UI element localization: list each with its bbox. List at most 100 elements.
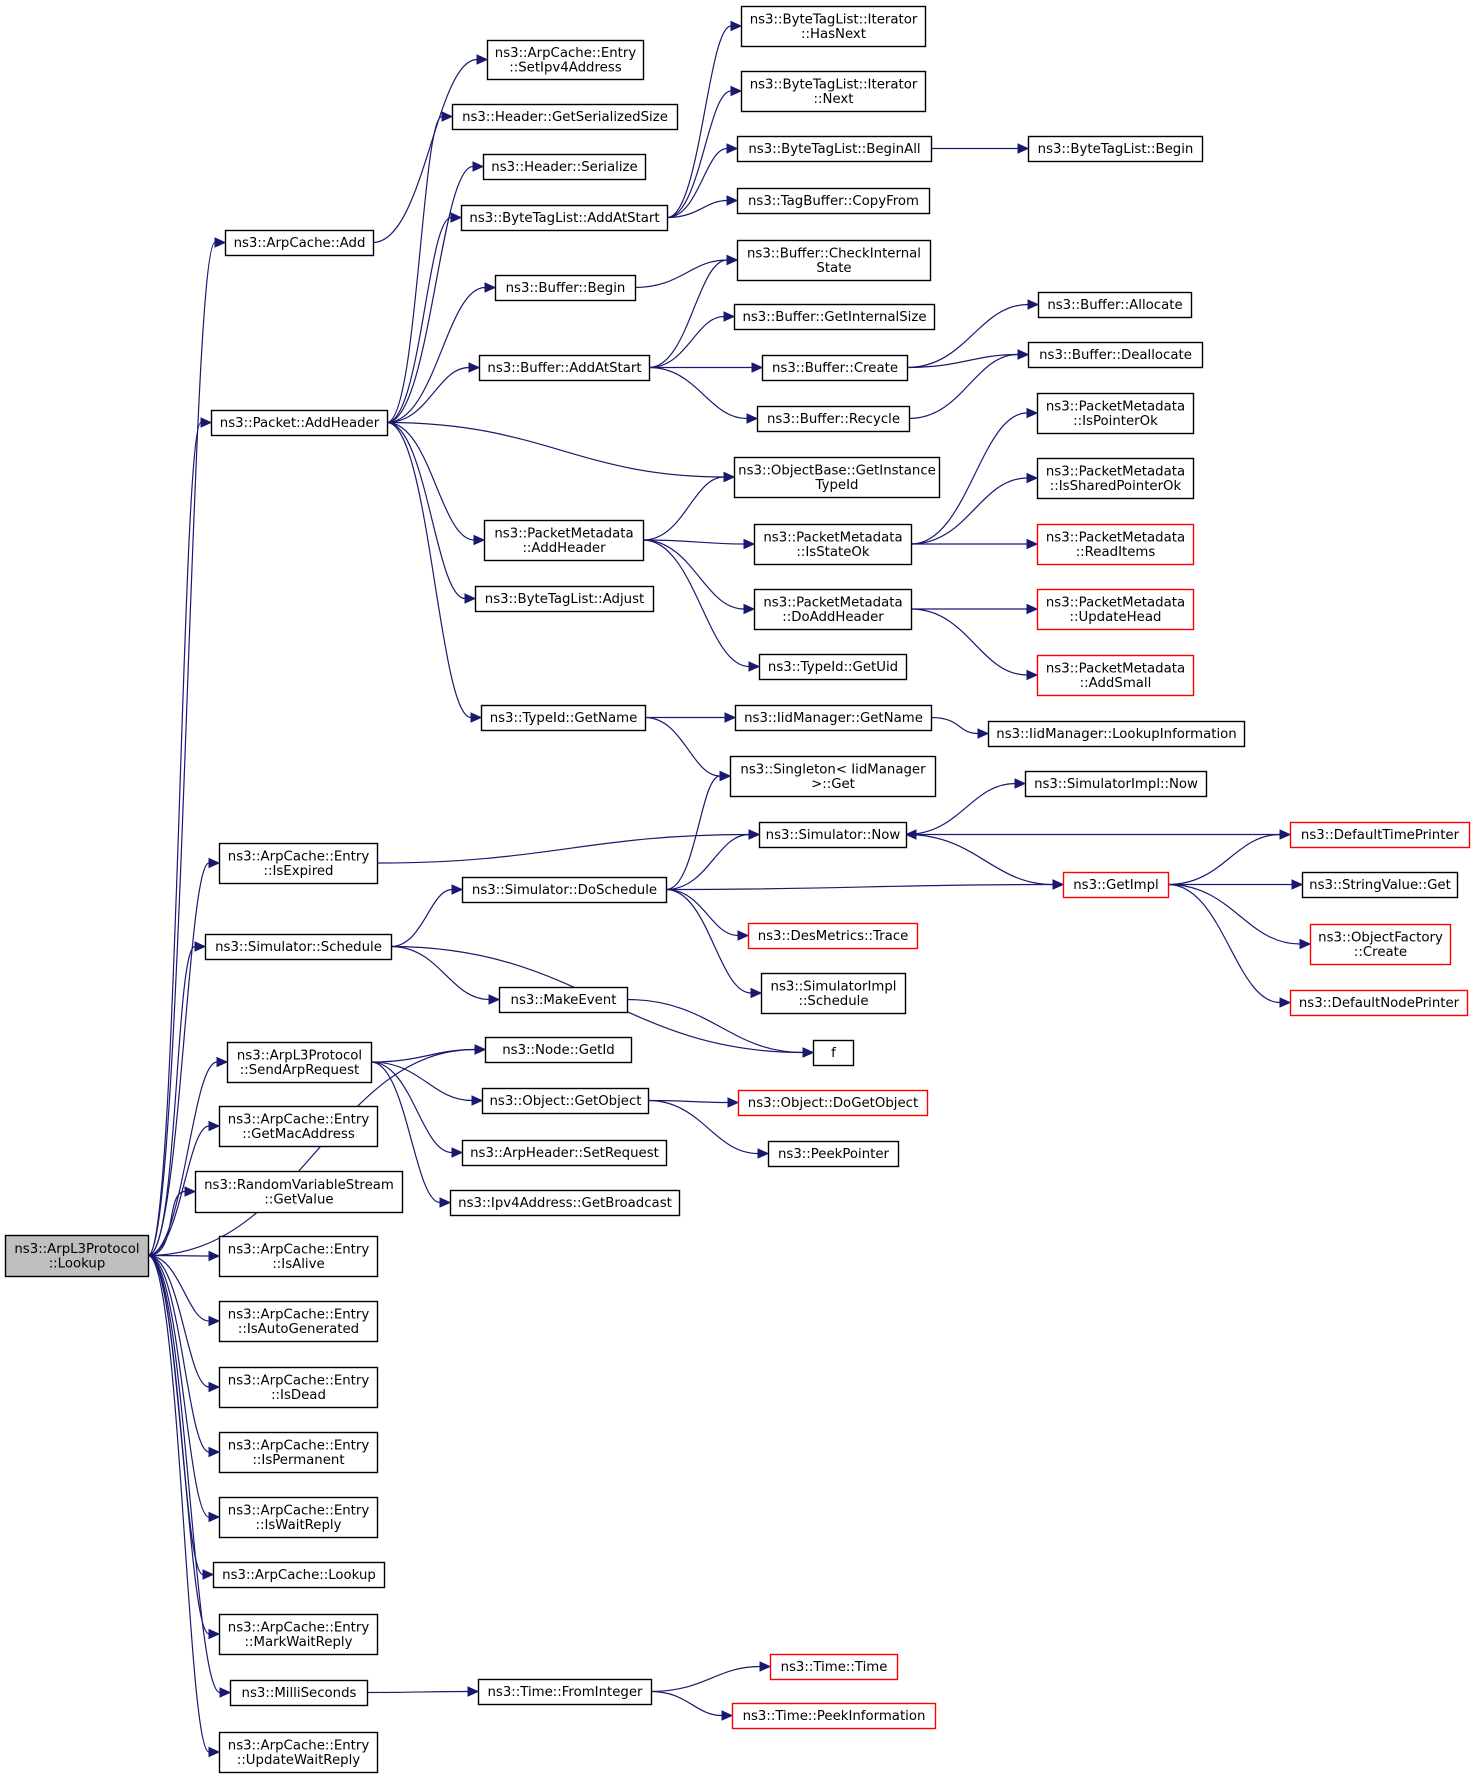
node-entry_iswaitreply[interactable]: ns3::ArpCache::Entry::IsWaitReply <box>218 1496 379 1539</box>
node-entry_getmac[interactable]: ns3::ArpCache::Entry::GetMacAddress <box>218 1105 379 1148</box>
node-box <box>1036 588 1195 631</box>
node-label: ns3::Time::Time <box>781 1660 888 1675</box>
edge-time_frominteger-to-time_time <box>650 1661 772 1693</box>
node-milliseconds[interactable]: ns3::MilliSeconds <box>229 1679 369 1707</box>
node-entry_ispermanent[interactable]: ns3::ArpCache::Entry::IsPermanent <box>218 1431 379 1474</box>
node-object_getobject[interactable]: ns3::Object::GetObject <box>481 1087 650 1115</box>
node-btl_it_hasnext[interactable]: ns3::ByteTagList::Iterator::HasNext <box>740 5 927 48</box>
node-entry_isexpired[interactable]: ns3::ArpCache::Entry::IsExpired <box>218 842 379 885</box>
node-desmetrics_trace[interactable]: ns3::DesMetrics::Trace <box>747 922 919 950</box>
node-ipv4_getbroadcast[interactable]: ns3::Ipv4Address::GetBroadcast <box>449 1189 681 1217</box>
node-iidmanager_lookupinfo[interactable]: ns3::IidManager::LookupInformation <box>987 720 1246 748</box>
node-box <box>494 274 637 302</box>
node-label: ns3::Buffer::Allocate <box>1047 298 1182 313</box>
node-pm_updatehead[interactable]: ns3::PacketMetadata::UpdateHead <box>1036 588 1195 631</box>
node-btl_beginall[interactable]: ns3::ByteTagList::BeginAll <box>736 135 933 163</box>
node-pm_readitems[interactable]: ns3::PacketMetadata::ReadItems <box>1036 523 1195 566</box>
node-pm_isstateok[interactable]: ns3::PacketMetadata::IsStateOk <box>753 523 913 566</box>
node-buffer_deallocate[interactable]: ns3::Buffer::Deallocate <box>1027 341 1204 369</box>
node-buffer_recycle[interactable]: ns3::Buffer::Recycle <box>756 405 911 433</box>
edge-sendarprequest-to-node_getid <box>370 1044 487 1063</box>
node-label: ::ReadItems <box>1076 545 1156 560</box>
node-time_time[interactable]: ns3::Time::Time <box>769 1653 899 1681</box>
node-defaultnodeprinter[interactable]: ns3::DefaultNodePrinter <box>1289 989 1469 1017</box>
node-buffer_allocate[interactable]: ns3::Buffer::Allocate <box>1037 291 1193 319</box>
node-simulator_schedule[interactable]: ns3::Simulator::Schedule <box>204 933 393 961</box>
node-box <box>767 1140 900 1168</box>
node-object_dogetobject[interactable]: ns3::Object::DoGetObject <box>737 1089 929 1117</box>
node-iidmanager_getname[interactable]: ns3::IidManager::GetName <box>734 704 933 732</box>
node-box <box>736 135 933 163</box>
node-label: ns3::MilliSeconds <box>242 1686 357 1701</box>
node-label: ns3::Buffer::Deallocate <box>1039 348 1192 363</box>
node-entry_isautogenerated[interactable]: ns3::ArpCache::Entry::IsAutoGenerated <box>218 1300 379 1343</box>
node-root[interactable]: ns3::ArpL3Protocol::Lookup <box>4 1234 150 1278</box>
edge-simulator_schedule-to-simulator_doschedule <box>390 884 464 948</box>
node-pm_issharedpointerok[interactable]: ns3::PacketMetadata::IsSharedPointerOk <box>1036 457 1195 500</box>
edge-getimpl-to-defaultnodeprinter <box>1167 883 1292 1008</box>
node-label: ::Next <box>814 92 854 107</box>
node-objectfactory_create[interactable]: ns3::ObjectFactory::Create <box>1309 923 1452 966</box>
edge-packet_addheader-to-pm_addheader <box>386 421 486 546</box>
node-entry_setipv4[interactable]: ns3::ArpCache::Entry::SetIpv4Address <box>486 39 645 81</box>
node-pm_addsmall[interactable]: ns3::PacketMetadata::AddSmall <box>1036 654 1195 697</box>
node-entry_markwaitreply[interactable]: ns3::ArpCache::Entry::MarkWaitReply <box>218 1613 379 1656</box>
node-label: ns3::Simulator::Schedule <box>215 940 382 955</box>
edge-pm_addheader-to-pm_isstateok <box>642 538 756 550</box>
node-arpheader_setrequest[interactable]: ns3::ArpHeader::SetRequest <box>461 1139 668 1167</box>
node-box <box>756 405 911 433</box>
node-peekpointer[interactable]: ns3::PeekPointer <box>767 1140 900 1168</box>
node-entry_isalive[interactable]: ns3::ArpCache::Entry::IsAlive <box>218 1235 379 1278</box>
edge-pm_doaddheader-to-pm_addsmall <box>910 608 1039 681</box>
node-box <box>736 239 932 282</box>
node-simimpl_now[interactable]: ns3::SimulatorImpl::Now <box>1024 770 1208 798</box>
node-btl_it_next[interactable]: ns3::ByteTagList::Iterator::Next <box>740 70 927 113</box>
node-arpcache_add[interactable]: ns3::ArpCache::Add <box>224 229 375 257</box>
node-typeid_getname[interactable]: ns3::TypeId::GetName <box>480 704 647 732</box>
node-buffer_addatstart[interactable]: ns3::Buffer::AddAtStart <box>478 354 651 382</box>
node-entry_updatewaitreply[interactable]: ns3::ArpCache::Entry::UpdateWaitReply <box>218 1731 379 1774</box>
node-pm_addheader[interactable]: ns3::PacketMetadata::AddHeader <box>483 519 645 562</box>
node-btl_addatstart[interactable]: ns3::ByteTagList::AddAtStart <box>460 204 669 232</box>
node-node_getid[interactable]: ns3::Node::GetId <box>484 1036 633 1064</box>
node-singleton_get[interactable]: ns3::Singleton< IidManager>::Get <box>729 755 937 798</box>
node-box <box>740 70 927 113</box>
node-btl_begin[interactable]: ns3::ByteTagList::Begin <box>1027 135 1204 163</box>
node-buffer_getinternalsize[interactable]: ns3::Buffer::GetInternalSize <box>733 303 936 331</box>
node-arpcache_lookup[interactable]: ns3::ArpCache::Lookup <box>212 1561 386 1589</box>
node-time_peekinformation[interactable]: ns3::Time::PeekInformation <box>731 1702 937 1730</box>
node-buffer_create[interactable]: ns3::Buffer::Create <box>761 354 909 382</box>
edge-root-to-entry_ispermanent <box>147 1254 221 1458</box>
node-pm_doaddheader[interactable]: ns3::PacketMetadata::DoAddHeader <box>753 588 913 631</box>
node-sendarprequest[interactable]: ns3::ArpL3Protocol::SendArpRequest <box>226 1041 373 1084</box>
node-typeid_getuid[interactable]: ns3::TypeId::GetUid <box>758 653 908 681</box>
node-rvs_getvalue[interactable]: ns3::RandomVariableStream::GetValue <box>194 1170 404 1214</box>
node-simulator_doschedule[interactable]: ns3::Simulator::DoSchedule <box>461 876 668 904</box>
node-buffer_begin[interactable]: ns3::Buffer::Begin <box>494 274 637 302</box>
node-box <box>761 354 909 382</box>
node-f[interactable]: f <box>812 1039 855 1067</box>
node-label: ns3::ArpCache::Add <box>234 236 366 251</box>
node-label: ::IsExpired <box>263 864 333 879</box>
node-pm_ispointerok[interactable]: ns3::PacketMetadata::IsPointerOk <box>1036 392 1195 435</box>
node-label: ns3::ArpCache::Entry <box>228 849 370 864</box>
node-header_getsize[interactable]: ns3::Header::GetSerializedSize <box>451 103 679 131</box>
node-getimpl[interactable]: ns3::GetImpl <box>1062 871 1170 899</box>
node-label: ns3::ByteTagList::BeginAll <box>748 142 920 157</box>
node-defaulttimeprinter[interactable]: ns3::DefaultTimePrinter <box>1289 821 1471 849</box>
node-entry_isdead[interactable]: ns3::ArpCache::Entry::IsDead <box>218 1366 379 1409</box>
node-simimpl_schedule[interactable]: ns3::SimulatorImpl::Schedule <box>760 972 907 1015</box>
edge-packet_addheader-to-buffer_begin <box>386 282 497 424</box>
node-tagbuffer_copyfrom[interactable]: ns3::TagBuffer::CopyFrom <box>736 187 931 215</box>
node-makeevent[interactable]: ns3::MakeEvent <box>498 986 629 1014</box>
node-box <box>747 922 919 950</box>
node-packet_addheader[interactable]: ns3::Packet::AddHeader <box>210 409 389 437</box>
edge-buffer_begin-to-buffer_checkinternal <box>634 254 739 289</box>
node-simulator_now[interactable]: ns3::Simulator::Now <box>758 821 908 849</box>
node-header_serialize[interactable]: ns3::Header::Serialize <box>482 153 647 181</box>
node-stringvalue_get[interactable]: ns3::StringValue::Get <box>1301 871 1459 899</box>
node-time_frominteger[interactable]: ns3::Time::FromInteger <box>477 1678 653 1706</box>
node-btl_adjust[interactable]: ns3::ByteTagList::Adjust <box>474 585 655 613</box>
